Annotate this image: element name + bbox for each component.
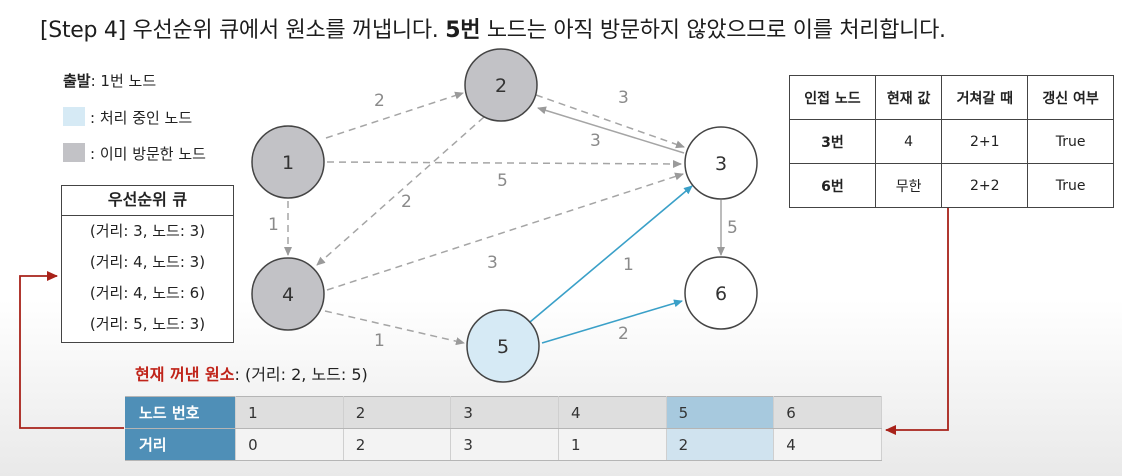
legend-start: 출발: 1번 노드: [63, 70, 156, 91]
edge-5-6: [541, 299, 683, 344]
step-title: [Step 4] 우선순위 큐에서 원소를 꺼냅니다. 5번 노드는 아직 방문…: [40, 12, 946, 44]
node-6-label: 6: [715, 283, 727, 305]
weight-3-2: 3: [590, 131, 601, 151]
distance-header: 거리: [125, 428, 237, 461]
node-1-label: 1: [282, 152, 294, 174]
weight-4-3: 3: [487, 253, 498, 273]
neighbor-cell: 4: [874, 119, 943, 164]
neighbor-cell: 6번: [789, 163, 876, 208]
distance-cell: 2: [343, 428, 452, 461]
node-5: [466, 309, 540, 383]
neighbor-cell: 3번: [789, 119, 876, 164]
queue-item: (거리: 4, 노드: 3): [89, 253, 206, 271]
current-element-label: 현재 꺼낸 원소: [135, 365, 235, 384]
neighbor-cell: 무한: [874, 163, 943, 208]
neighbor-cell: True: [1027, 163, 1114, 208]
node-number-cell: 6: [773, 396, 882, 429]
node-number-cell-current: 5: [666, 396, 775, 429]
node-2: [464, 48, 538, 122]
neighbor-table: 인접 노드 현재 값 거쳐갈 때 갱신 여부 3번 4 2+1 True 6번 …: [789, 75, 1114, 208]
weight-4-5: 1: [374, 331, 385, 351]
title-prefix: [Step 4] 우선순위 큐에서 원소를 꺼냅니다.: [40, 18, 439, 43]
node-6: [684, 256, 758, 330]
neighbor-header: 현재 값: [874, 75, 943, 120]
legend-start-value: : 1번 노드: [90, 72, 157, 90]
edge-5-3: [529, 185, 693, 323]
node-4: [251, 257, 325, 331]
neighbor-cell: 2+2: [941, 163, 1029, 208]
weight-2-3: 3: [618, 88, 629, 108]
weight-3-6: 5: [727, 218, 738, 238]
distance-cell: 3: [450, 428, 560, 461]
weight-1-2: 2: [374, 91, 385, 111]
node-3: [684, 126, 758, 200]
node-3-label: 3: [715, 153, 727, 175]
distance-table: 노드 번호 1 2 3 4 5 6 거리 0 2 3 1 2 4: [125, 396, 882, 461]
node-1: [251, 125, 325, 199]
current-element-value: : (거리: 2, 노드: 5): [234, 365, 368, 384]
neighbor-cell: True: [1027, 119, 1114, 164]
weight-2-4: 2: [401, 192, 412, 212]
edge-4-5: [324, 310, 465, 346]
priority-queue-title: 우선순위 큐: [62, 186, 233, 216]
node-number-cell: 3: [450, 396, 560, 429]
weight-5-6: 2: [618, 324, 629, 344]
neighbor-header: 갱신 여부: [1027, 75, 1114, 120]
weight-1-3: 5: [497, 171, 508, 191]
visited-swatch: [63, 143, 85, 162]
node-4-label: 4: [282, 284, 294, 306]
queue-item: (거리: 4, 노드: 6): [89, 284, 206, 302]
queue-connector-arrow: [19, 271, 124, 429]
legend-start-label: 출발: [63, 72, 91, 90]
neighbor-header: 거쳐갈 때: [941, 75, 1029, 120]
edge-2-4: [316, 116, 485, 266]
queue-item: (거리: 5, 노드: 3): [89, 315, 206, 333]
node-number-header: 노드 번호: [125, 396, 237, 429]
distance-cell-current: 2: [666, 428, 775, 461]
weight-1-4: 1: [268, 215, 279, 235]
neighbor-header: 인접 노드: [789, 75, 876, 120]
title-highlight: 5번: [445, 18, 481, 43]
legend-processing: : 처리 중인 노드: [90, 109, 193, 127]
distance-cell: 4: [773, 428, 882, 461]
title-suffix: 노드는 아직 방문하지 않았으므로 이를 처리합니다.: [486, 18, 946, 43]
edge-1-3: [326, 159, 682, 168]
distance-cell: 0: [235, 428, 344, 461]
update-connector-arrow: [885, 208, 949, 435]
processing-swatch: [63, 107, 85, 126]
edge-3-2: [537, 106, 685, 154]
node-2-label: 2: [495, 75, 507, 97]
node-number-cell: 1: [235, 396, 344, 429]
node-5-label: 5: [497, 336, 509, 358]
node-number-cell: 4: [558, 396, 667, 429]
queue-item: (거리: 3, 노드: 3): [89, 222, 206, 240]
edge-4-3: [326, 172, 684, 291]
legend-visited: : 이미 방문한 노드: [90, 145, 206, 163]
neighbor-cell: 2+1: [941, 119, 1029, 164]
node-number-cell: 2: [343, 396, 452, 429]
current-element: 현재 꺼낸 원소: (거리: 2, 노드: 5): [135, 361, 368, 385]
weight-5-3: 1: [623, 255, 634, 275]
distance-cell: 1: [558, 428, 667, 461]
edge-2-3: [535, 94, 685, 149]
priority-queue-box: 우선순위 큐 (거리: 3, 노드: 3) (거리: 4, 노드: 3) (거리…: [61, 185, 234, 343]
edge-1-2: [325, 91, 464, 139]
